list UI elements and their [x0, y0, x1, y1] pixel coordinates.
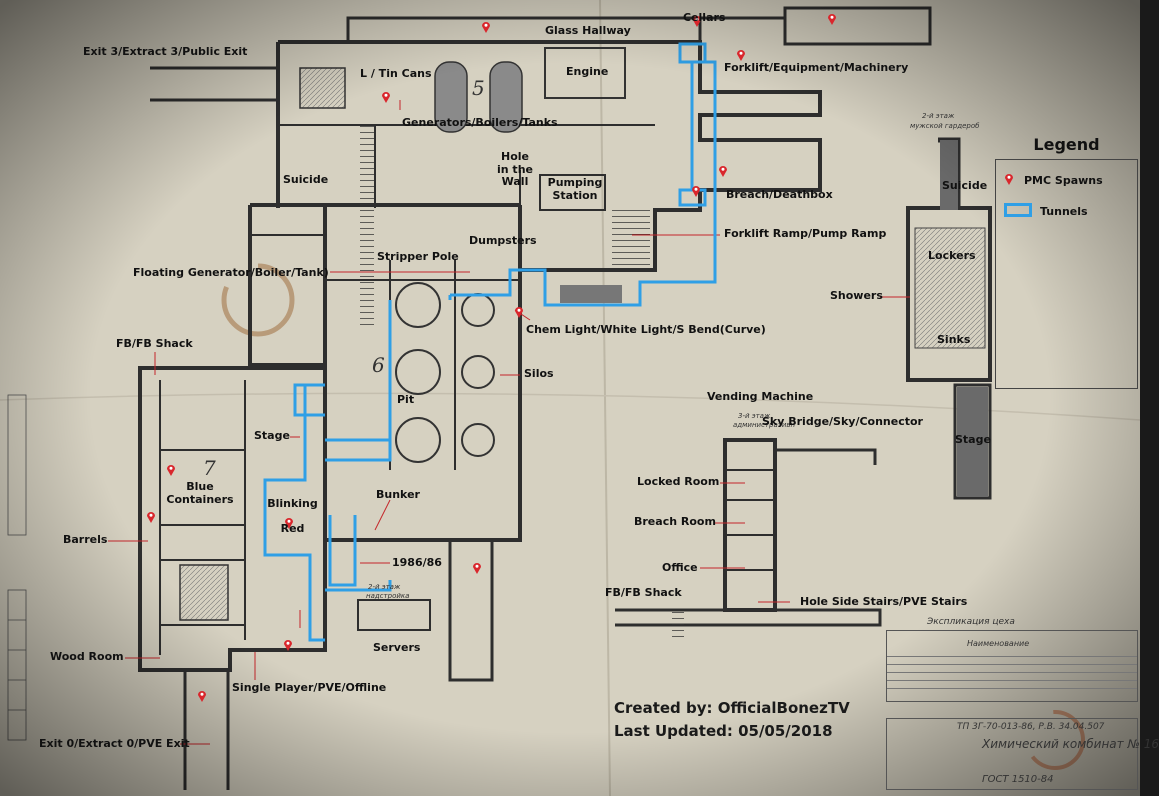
- label-breach-deathbox: Breach/Deathbox: [726, 188, 833, 201]
- pmc-spawn-pin-icon: [197, 687, 207, 702]
- explication-table: Экспликация цеха Наименование: [886, 617, 1138, 702]
- label-stage-right: Stage: [955, 433, 991, 446]
- legend-tunnels-label: Tunnels: [1040, 205, 1088, 218]
- label-tin-cans: L / Tin Cans: [360, 67, 432, 80]
- blinking-line-2: Red: [280, 522, 305, 536]
- last-updated: Last Updated: 05/05/2018: [614, 722, 833, 740]
- label-hole-side-stairs: Hole Side Stairs/PVE Stairs: [800, 595, 968, 608]
- label-blue-containers: Blue Containers: [165, 480, 235, 506]
- legend: Legend PMC Spawns Tunnels: [995, 135, 1138, 389]
- pmc-spawn-pin-icon: [827, 10, 837, 25]
- label-silos: Silos: [524, 367, 554, 380]
- legend-row-tunnels: Tunnels: [1004, 201, 1088, 218]
- label-blinking-red: Blinking Red: [265, 497, 320, 536]
- table-rule: [887, 680, 1137, 681]
- label-engine: Engine: [566, 65, 609, 78]
- label-sky-bridge: Sky Bridge/Sky/Connector: [762, 415, 923, 428]
- legend-pmc-label: PMC Spawns: [1024, 174, 1103, 187]
- blue-line-1: Blue: [186, 480, 214, 493]
- pmc-spawn-pin-icon: [718, 162, 728, 177]
- pmc-spawn-pin-icon: [472, 559, 482, 574]
- pmc-spawn-pin-icon: [283, 636, 293, 651]
- table-rule: [887, 672, 1137, 673]
- label-forklift-ramp: Forklift Ramp/Pump Ramp: [724, 227, 887, 240]
- label-breach-room: Breach Room: [634, 515, 716, 528]
- label-forklift-equipment: Forklift/Equipment/Machinery: [724, 61, 909, 74]
- legend-row-pmc: PMC Spawns: [1004, 172, 1103, 187]
- pumping-line-2: Station: [552, 188, 598, 202]
- label-dumpsters: Dumpsters: [469, 234, 537, 247]
- pmc-spawn-pin-icon: [691, 182, 701, 197]
- label-generators: Generators/Boilers/Tanks: [402, 116, 558, 129]
- pmc-spawn-pin-icon: [284, 514, 294, 529]
- building-number-7: 7: [203, 456, 216, 480]
- label-pumping-station: Pumping Station: [545, 176, 605, 202]
- plant-name: Химический комбинат № 16: [982, 737, 1159, 751]
- pmc-spawn-pin-icon: [514, 303, 524, 318]
- label-stage-left: Stage: [254, 429, 290, 442]
- explication-title: Экспликация цеха: [927, 617, 1015, 627]
- label-cellars: Cellars: [683, 11, 726, 24]
- hole-line-1: Hole: [501, 150, 529, 163]
- label-wood-room: Wood Room: [50, 650, 124, 663]
- floor2-add-label: 2-й этаж: [368, 583, 401, 591]
- table-rule: [887, 688, 1137, 689]
- label-floating-generator: Floating Generator/Boiler/Tank): [133, 266, 329, 279]
- legend-title: Legend: [1033, 135, 1100, 154]
- floor2-add-sub: надстройка: [366, 592, 410, 600]
- pmc-spawn-pin-icon: [166, 461, 176, 476]
- label-bunker: Bunker: [376, 488, 420, 501]
- label-sinks: Sinks: [937, 333, 971, 346]
- label-hole-in-wall: Hole in the Wall: [496, 150, 534, 189]
- drawing-stamp: ТП 3Г-70-013-86, Р.В. 34.04.507 Химическ…: [886, 718, 1159, 790]
- label-pit: Pit: [397, 393, 415, 406]
- building-number-6: 6: [372, 353, 385, 377]
- pmc-spawn-pin-icon: [736, 46, 746, 61]
- table-rule: [887, 664, 1137, 665]
- label-locked-room: Locked Room: [637, 475, 720, 488]
- label-chem-light: Chem Light/White Light/S Bend(Curve): [526, 323, 766, 336]
- label-barrels: Barrels: [63, 533, 108, 546]
- blinking-line-1: Blinking: [267, 497, 318, 510]
- pumping-line-1: Pumping: [547, 176, 603, 189]
- label-stripper-pole: Stripper Pole: [377, 250, 459, 263]
- pmc-spawn-pin-icon: [381, 88, 391, 103]
- map-pin-icon: [1004, 173, 1014, 185]
- pmc-spawn-pin-icon: [146, 508, 156, 523]
- pmc-spawn-pin-icon: [692, 12, 702, 27]
- naimenovanie-header: Наименование: [967, 639, 1030, 648]
- label-exit3: Exit 3/Extract 3/Public Exit: [83, 45, 248, 58]
- floor3-admin-label: 3-й этаж: [738, 412, 771, 420]
- label-suicide-right: Suicide: [942, 179, 988, 192]
- blue-line-2: Containers: [166, 492, 234, 506]
- hole-line-2: in the: [497, 162, 533, 176]
- label-showers: Showers: [830, 289, 883, 302]
- floor2-men-label: 2-й этаж: [922, 112, 955, 120]
- label-fb-shack-left: FB/FB Shack: [116, 337, 193, 350]
- created-by: Created by: OfficialBonezTV: [614, 699, 850, 717]
- label-single-player: Single Player/PVE/Offline: [232, 681, 387, 694]
- label-exit0: Exit 0/Extract 0/PVE Exit: [39, 737, 190, 750]
- label-lockers: Lockers: [928, 249, 976, 262]
- floor3-admin-sub: административн: [733, 421, 796, 429]
- label-1986: 1986/86: [392, 556, 442, 569]
- label-servers: Servers: [373, 641, 421, 654]
- hole-line-3: Wall: [501, 175, 529, 189]
- label-vending-machine: Vending Machine: [707, 390, 814, 403]
- gost-code: ГОСТ 1510-84: [982, 774, 1054, 785]
- label-glass-hallway: Glass Hallway: [545, 24, 631, 37]
- label-fb-shack-right: FB/FB Shack: [605, 586, 682, 599]
- tunnel-swatch-icon: [1004, 203, 1032, 217]
- floor2-men-sub: мужской гардероб: [910, 122, 980, 130]
- label-suicide-left: Suicide: [283, 173, 329, 186]
- building-number-5: 5: [472, 76, 485, 100]
- pmc-spawn-pin-icon: [481, 18, 491, 33]
- label-office: Office: [662, 561, 698, 574]
- table-rule: [887, 656, 1137, 657]
- doc-code: ТП 3Г-70-013-86, Р.В. 34.04.507: [957, 722, 1105, 732]
